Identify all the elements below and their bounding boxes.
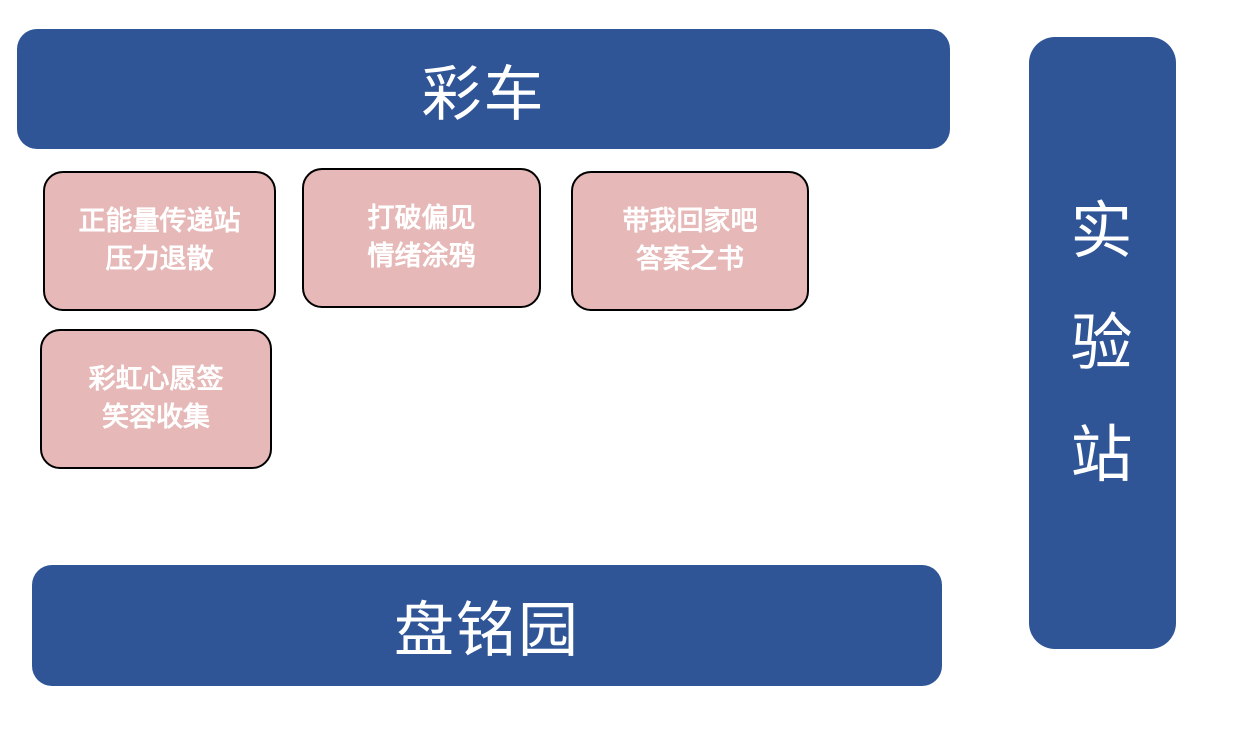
banner-panmingyuan-label: 盘铭园 <box>394 596 580 666</box>
card-line-2: 笑容收集 <box>102 402 210 433</box>
banner-panmingyuan: 盘铭园 <box>32 565 942 686</box>
card-line-2: 答案之书 <box>636 244 744 275</box>
card-line-2: 情绪涂鸦 <box>367 241 476 272</box>
card-break-prejudice: 打破偏见 情绪涂鸦 <box>302 168 541 308</box>
banner-shiyanzhan: 实 验 站 <box>1029 37 1176 649</box>
banner-shiyanzhan-char-1: 实 <box>1070 194 1135 267</box>
card-rainbow-wish: 彩虹心愿签 笑容收集 <box>40 329 272 469</box>
card-line-1: 打破偏见 <box>367 203 476 234</box>
card-line-1: 带我回家吧 <box>622 206 758 237</box>
card-line-1: 正能量传递站 <box>78 206 241 237</box>
card-positive-energy: 正能量传递站 压力退散 <box>43 171 276 311</box>
banner-caiche-label: 彩车 <box>421 59 546 130</box>
banner-caiche: 彩车 <box>17 29 950 149</box>
card-take-me-home: 带我回家吧 答案之书 <box>571 171 809 311</box>
card-line-1: 彩虹心愿签 <box>88 364 224 395</box>
card-line-2: 压力退散 <box>105 244 214 275</box>
banner-shiyanzhan-char-3: 站 <box>1070 418 1135 491</box>
banner-shiyanzhan-char-2: 验 <box>1070 306 1135 379</box>
